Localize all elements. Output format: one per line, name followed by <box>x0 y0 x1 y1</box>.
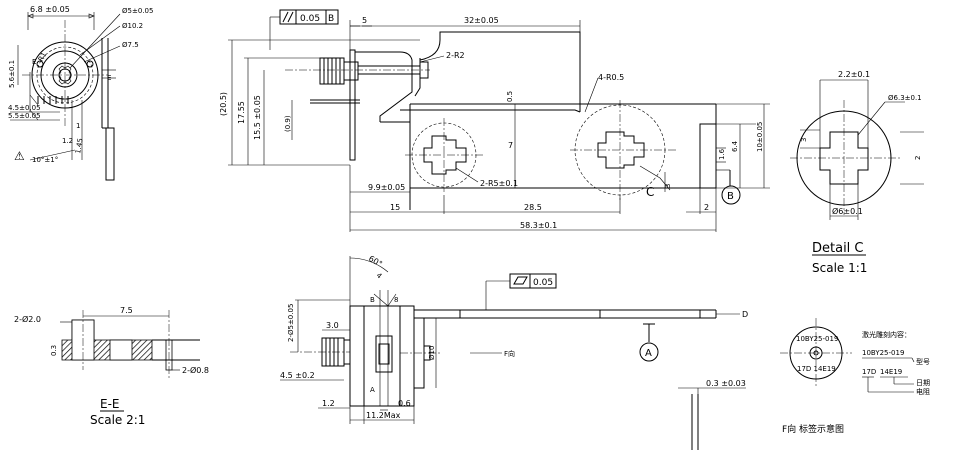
dim-2-phi2: 2-Ø2.0 <box>14 314 41 324</box>
dim-0-3: 0.3 ±0.03 <box>706 379 746 388</box>
dim-7: 7 <box>508 141 513 150</box>
dim-1-45: 1.45 <box>74 138 85 155</box>
dim-2-phi0-8: 2-Ø0.8 <box>182 365 209 375</box>
dim-11-2-max: 11.2Max <box>366 411 401 420</box>
dim-15-5: 15.5 ±0.05 <box>253 95 262 140</box>
dim-7-5: 7.5 <box>120 306 133 315</box>
dim-6-8: 6.8 ±0.05 <box>30 5 70 14</box>
dim-5-top: 5 <box>362 16 367 25</box>
dim-1: 1 <box>76 122 80 130</box>
dim-phi10: Ø10 <box>428 346 436 360</box>
dim-4-5: 4.5±0.05 <box>8 104 41 112</box>
dim-2-r5: 2-R5±0.1 <box>480 179 518 188</box>
bottom-view: 60° 4 2-Ø5±0.05 3.0 4.5 ±0.2 1.2 0.6 11.… <box>280 254 748 450</box>
section-ee-title: E-E <box>100 397 120 411</box>
hatch-marks <box>37 96 69 104</box>
dim-28-5: 28.5 <box>524 203 542 212</box>
dim-8-bottom: 8 <box>394 296 398 304</box>
parallelism-callout: 0.05 B <box>269 9 339 50</box>
legend-d2: 14E19 <box>880 368 902 376</box>
dim-0-5: 0.5 <box>506 91 514 102</box>
dim-32: 32±0.05 <box>464 16 499 25</box>
label-date-code: 17D 14E19 <box>797 365 836 373</box>
label-diagram: 10BY25-019 17D 14E19 激光雕刻内容： 10BY25-019 … <box>780 318 930 435</box>
label-a-bottom: A <box>370 386 375 394</box>
detail-c-view: 2.2±0.1 Ø6.3±0.1 Ø6±0.1 3 2 Detail C Sca… <box>790 70 924 275</box>
parallelism-value: 0.05 <box>300 14 320 24</box>
gear-teeth <box>58 65 72 85</box>
dim-2-r2: 2-R2 <box>446 51 465 60</box>
dim-5-6: 5.6±0.1 <box>8 60 16 88</box>
section-ee-scale: Scale 2:1 <box>90 413 145 427</box>
legend-model: 型号 <box>916 357 930 366</box>
dim-phi6: Ø6±0.1 <box>832 206 863 216</box>
dim-3-0: 3.0 <box>326 321 339 330</box>
legend-model-code: 10BY25-019 <box>862 349 904 357</box>
dim-1-6: 1.6 <box>718 148 726 160</box>
legend-date: 日期 <box>916 379 930 387</box>
section-ee-view: 7.5 2-Ø2.0 0.3 2-Ø0.8 E-E Scale 2:1 <box>14 306 209 427</box>
dim-phi6-3: Ø6.3±0.1 <box>888 94 922 102</box>
dim-58-3: 58.3±0.1 <box>520 221 557 230</box>
dim-5-5: 5.5±0.05 <box>8 112 41 120</box>
label-e-right: E <box>107 74 111 82</box>
flatness-callout: 0.05 <box>485 273 557 310</box>
dim-60-deg: 60° <box>367 254 384 269</box>
dim-3-detail: 3 <box>800 138 808 142</box>
dim-2-phi5: 2-Ø5±0.05 <box>287 304 295 342</box>
detail-c-title: Detail C <box>812 241 864 256</box>
dim-4-5: 4.5 ±0.2 <box>280 371 315 380</box>
dim-2-2: 2.2±0.1 <box>838 70 870 79</box>
dim-10: 10±0.05 <box>756 122 764 152</box>
dim-0-9: (0.9) <box>284 115 292 132</box>
dim-r1: R1 <box>37 51 49 63</box>
legend-d1: 17D <box>862 368 876 376</box>
front-view: 32±0.05 5 0.05 B <box>219 9 770 232</box>
dim-9-9: 9.9±0.05 <box>368 183 405 192</box>
label-model-code: 10BY25-019 <box>796 335 838 343</box>
dim-phi5: Ø5±0.05 <box>122 7 153 15</box>
label-f-direction: F向 <box>504 349 515 358</box>
label-diagram-title: F向 标签示意图 <box>782 423 844 435</box>
dim-6-4: 6.4 <box>731 140 739 152</box>
legend-resist: 电阻 <box>916 387 930 396</box>
dim-0-6: 0.6 <box>398 399 411 408</box>
motor-body <box>285 57 430 104</box>
dim-2-detail: 2 <box>914 156 922 160</box>
warning-icon: ⚠ <box>14 149 25 163</box>
dim-10-deg: 10°±1° <box>32 156 58 164</box>
dim-20-5: (20.5) <box>219 92 228 116</box>
parallelism-datum: B <box>328 14 334 24</box>
laser-title: 激光雕刻内容： <box>862 330 911 339</box>
label-e-left: E <box>32 58 36 66</box>
dim-1-2: 1.2 <box>62 137 73 145</box>
detail-c-scale: Scale 1:1 <box>812 261 867 275</box>
dim-4-bottom: 4 <box>375 271 384 280</box>
label-c: C <box>646 185 654 199</box>
dim-17-55: 17.55 <box>237 101 246 124</box>
datum-a: A <box>645 348 652 359</box>
flatness-value: 0.05 <box>533 278 553 288</box>
dim-1-2-bottom: 1.2 <box>322 399 335 408</box>
dim-15: 15 <box>390 203 400 212</box>
datum-b-front: B <box>727 191 734 202</box>
dim-2-right: 2 <box>704 203 709 212</box>
dim-0-3-ee: 0.3 <box>50 345 58 356</box>
dim-phi10-2: Ø10.2 <box>122 22 143 30</box>
dim-phi7-5: Ø7.5 <box>122 41 139 49</box>
dim-4-r05: 4-R0.5 <box>598 73 624 82</box>
label-d: D <box>742 310 748 319</box>
left-end-view: 6.8 ±0.05 Ø5±0.05 Ø10.2 Ø7.5 5.6±0.1 4.5… <box>8 5 153 181</box>
label-b-bottom: B <box>370 296 375 304</box>
dim-3-front: 3 <box>664 184 672 188</box>
